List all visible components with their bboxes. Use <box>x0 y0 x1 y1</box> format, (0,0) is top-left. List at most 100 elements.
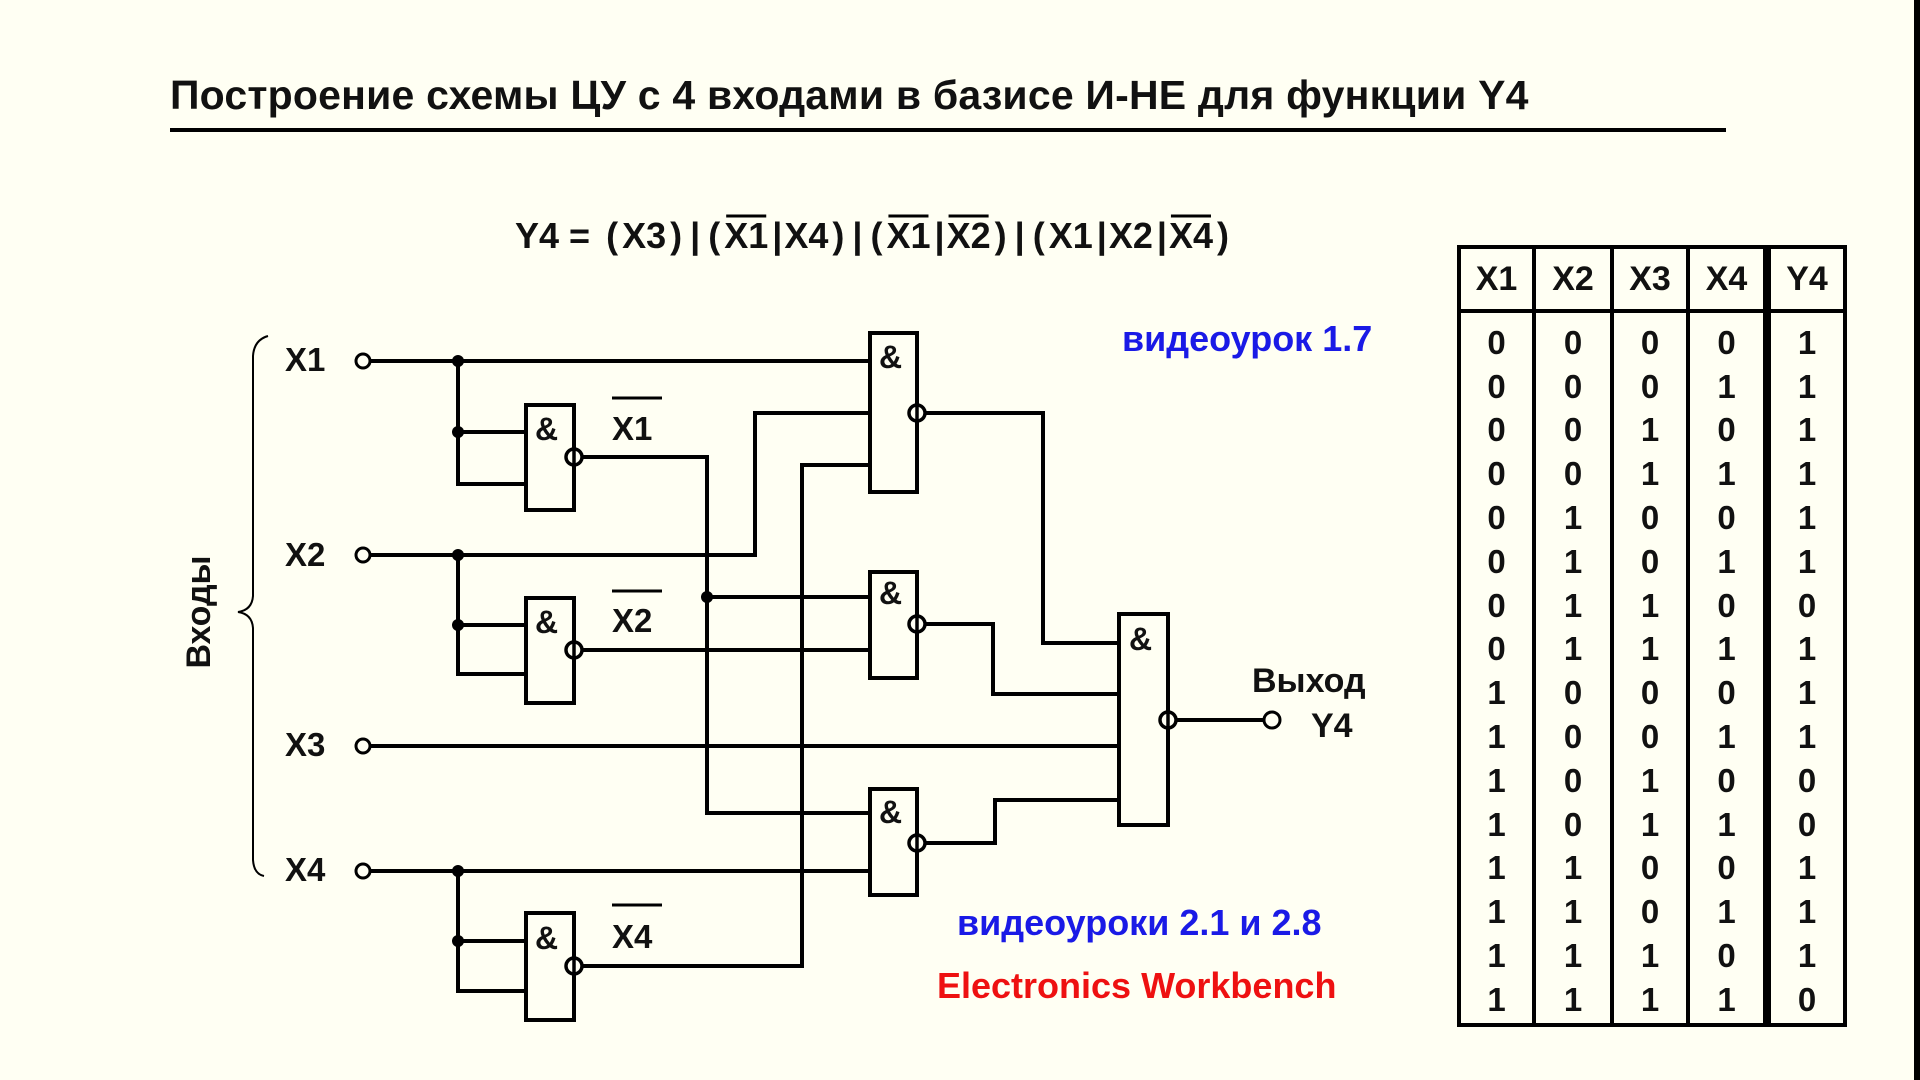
truth-table-cell: 1 <box>1487 718 1506 756</box>
truth-table-cell: 1 <box>1487 937 1506 975</box>
input-label-x2: X2 <box>285 536 325 573</box>
truth-table-cell: 1 <box>1717 805 1736 843</box>
truth-table-cell: 1 <box>1797 499 1817 537</box>
truth-table-cell: 0 <box>1563 367 1583 405</box>
truth-table-cell: 1 <box>1717 980 1736 1018</box>
truth-table-cell: 1 <box>1640 586 1660 624</box>
formula-variable: X3 <box>622 215 666 256</box>
gate-symbol: & <box>535 604 558 640</box>
formula-variable: X2 <box>1109 215 1153 256</box>
input-terminal-x4[interactable] <box>354 862 372 880</box>
truth-table-cell: 0 <box>1717 849 1736 887</box>
truth-table-cell: 1 <box>1797 937 1817 975</box>
truth-table-cell: 0 <box>1797 805 1817 843</box>
truth-table-cell: 0 <box>1563 411 1583 449</box>
truth-table-cell: 0 <box>1563 718 1583 756</box>
software-note: Electronics Workbench <box>937 965 1337 1006</box>
output-terminal-y4[interactable] <box>1262 710 1282 730</box>
truth-table-cell: 1 <box>1640 980 1660 1018</box>
truth-table-cell: 0 <box>1563 455 1583 493</box>
video-lessons-note: видеоуроки 2.1 и 2.8 <box>957 902 1322 943</box>
truth-table-cell: 1 <box>1563 542 1583 580</box>
truth-table-cell: 0 <box>1717 411 1736 449</box>
truth-table-cell: 1 <box>1797 323 1817 361</box>
gate-symbol: & <box>535 411 558 447</box>
truth-table-cell: 0 <box>1487 586 1506 624</box>
truth-table-cell: 0 <box>1797 761 1817 799</box>
input-label-x3: X3 <box>285 726 325 763</box>
wires <box>370 359 1265 993</box>
title-underline <box>170 128 1726 132</box>
formula-paren: ) <box>1217 215 1229 256</box>
formula-paren: ) <box>670 215 682 256</box>
inverter-output-label-x2: X2 <box>612 602 652 639</box>
truth-table-cell: 0 <box>1640 718 1660 756</box>
truth-table-cell: 1 <box>1797 542 1817 580</box>
input-terminal-x2[interactable] <box>354 546 372 564</box>
truth-table-cell: 0 <box>1640 893 1660 931</box>
truth-table-cell: 0 <box>1717 674 1736 712</box>
formula-paren: ( <box>870 215 882 256</box>
truth-table-cell: 1 <box>1640 937 1660 975</box>
truth-table-cell: 0 <box>1563 674 1583 712</box>
page-title: Построение схемы ЦУ с 4 входами в базисе… <box>170 72 1529 118</box>
formula-lhs: Y4 = <box>515 215 590 256</box>
truth-table-cell: 1 <box>1640 411 1660 449</box>
truth-table-cell: 0 <box>1487 411 1506 449</box>
input-label-x4: X4 <box>285 851 326 888</box>
truth-table-cell: 1 <box>1717 718 1736 756</box>
output-label: Выход <box>1252 662 1366 700</box>
inversion-bubble <box>907 614 927 634</box>
inverter-output-label-x4: X4 <box>612 918 653 955</box>
gate-symbol: & <box>879 794 902 830</box>
truth-table-header: X4 <box>1690 249 1763 313</box>
truth-table-cell: 0 <box>1640 499 1660 537</box>
input-label-x1: X1 <box>285 341 325 378</box>
inversion-bubble <box>1158 710 1178 730</box>
formula-variable: X1 <box>886 215 930 256</box>
gate-symbol: & <box>1129 621 1152 657</box>
truth-table-cell: 1 <box>1717 367 1736 405</box>
truth-table-cell: 0 <box>1487 367 1506 405</box>
formula-paren: ( <box>1033 215 1045 256</box>
inversion-bubble <box>564 956 584 976</box>
truth-table-cell: 0 <box>1640 323 1660 361</box>
truth-table-cell: 1 <box>1640 630 1660 668</box>
formula-variable: X4 <box>784 215 828 256</box>
truth-table-cell: 1 <box>1797 367 1817 405</box>
gate-symbol: & <box>879 575 902 611</box>
truth-table-cell: 0 <box>1717 499 1736 537</box>
truth-table-cell: 1 <box>1640 455 1660 493</box>
inputs-brace <box>237 335 269 877</box>
boolean-formula: Y4 =(X3)|(X1|X4)|(X1|X2)|(X1|X2|X4) <box>515 214 1229 257</box>
truth-table-header: X3 <box>1614 249 1686 313</box>
truth-table-cell: 0 <box>1640 674 1660 712</box>
truth-table-cell: 0 <box>1487 455 1506 493</box>
truth-table-cell: 1 <box>1717 542 1736 580</box>
junction-dots <box>452 355 713 947</box>
truth-table-header: X2 <box>1536 249 1610 313</box>
inversion-bubble <box>907 403 927 423</box>
nand-gate-inverter-x1[interactable] <box>524 403 576 512</box>
input-terminal-x1[interactable] <box>354 352 372 370</box>
truth-table-cell: 1 <box>1563 499 1583 537</box>
truth-table-cell: 0 <box>1563 761 1583 799</box>
truth-table-cell: 1 <box>1487 849 1506 887</box>
input-terminal-x3[interactable] <box>354 737 372 755</box>
truth-table-cell: 1 <box>1797 630 1817 668</box>
truth-table-header: Y4 <box>1771 249 1843 313</box>
truth-table-cell: 1 <box>1563 893 1583 931</box>
truth-table-cell: 1 <box>1640 761 1660 799</box>
truth-table-cell: 0 <box>1487 630 1506 668</box>
truth-table-cell: 1 <box>1487 805 1506 843</box>
truth-table-cell: 0 <box>1563 805 1583 843</box>
truth-table-cell: 0 <box>1797 980 1817 1018</box>
formula-variable: X4 <box>1169 215 1213 256</box>
truth-table-cell: 0 <box>1717 586 1736 624</box>
formula-paren: ) <box>832 215 844 256</box>
truth-table-cell: 0 <box>1717 761 1736 799</box>
truth-table-cell: 1 <box>1717 455 1736 493</box>
